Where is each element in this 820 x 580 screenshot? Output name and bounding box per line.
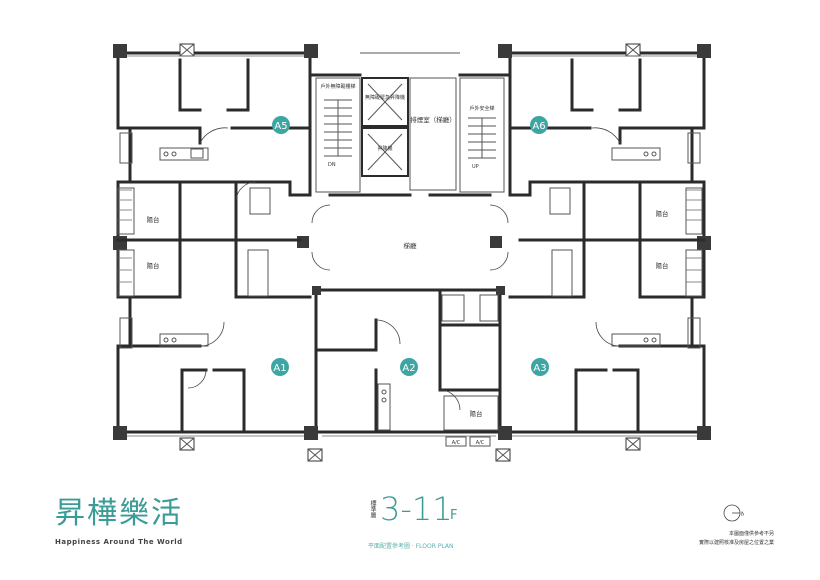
balcony-label-a6: 陽台 [656, 209, 669, 218]
brand-title: 昇樺樂活 [55, 496, 183, 531]
disclaimer-notes: 本圖面僅供參考不另 實際以建照核准及房屋之位置之業 [694, 530, 774, 548]
floor-caption: 平面配置參考圖 · FLOOR PLAN [368, 543, 454, 550]
stair-right-label: 戶外安全梯 [469, 105, 494, 112]
floor-label: 標準層 3-11 F [360, 490, 480, 554]
unit-label-a3: A3 [533, 363, 546, 374]
stair-left-dn: DN [328, 162, 336, 168]
stair-left-label: 戶外無障礙樓梯 [320, 83, 355, 90]
building-core: 戶外無障礙樓梯 DN 無障礙緊急昇降機 昇降機 排煙室（梯廳） 戶外安全梯 UP… [311, 52, 509, 271]
unit-a3: A3 陽台 [508, 238, 703, 432]
balcony-label: 陽台 [147, 215, 160, 224]
unit-a6: A6 陽台 [508, 58, 706, 242]
unit-label-a1: A1 [273, 363, 286, 374]
ac-boxes [179, 43, 641, 462]
compass-north: N [741, 511, 744, 518]
brand-subtitle: Happiness Around The World [55, 538, 183, 546]
note-line-1: 本圖面僅供參考不另 [728, 531, 774, 537]
unit-label-a5: A5 [274, 121, 287, 132]
unit-a1: A1 陽台 [117, 238, 312, 432]
lobby-label: 梯廳 [404, 241, 418, 250]
compass-icon: N [723, 504, 744, 522]
columns [113, 44, 711, 440]
floor-range: 3-11 [380, 490, 453, 528]
floor-suffix: F [450, 508, 458, 523]
ac-label-1: A/C [452, 440, 461, 446]
floor-type: 標準層 [369, 500, 376, 518]
stair-right-up: UP [472, 164, 479, 170]
note-line-2: 實際以建照核准及房屋之位置之業 [698, 540, 774, 546]
elevator-label: 昇降機 [377, 145, 392, 152]
elevator-emergency-label: 無障礙緊急昇降機 [365, 94, 405, 101]
unit-a5: A5 陽台 [116, 58, 312, 242]
unit-label-a6: A6 [532, 121, 545, 132]
unit-label-a2: A2 [402, 363, 415, 374]
brand-block: 昇樺樂活 Happiness Around The World [55, 496, 183, 546]
balcony-label-a1: 陽台 [147, 261, 160, 270]
refuge-label: 排煙室（梯廳） [410, 115, 456, 124]
unit-a2: A2 陽台 A/C A/C [314, 288, 502, 447]
window-lines [127, 55, 697, 437]
balcony-label-a2: 陽台 [470, 409, 483, 418]
balcony-label-a3: 陽台 [656, 261, 669, 270]
ac-label-2: A/C [476, 440, 485, 446]
